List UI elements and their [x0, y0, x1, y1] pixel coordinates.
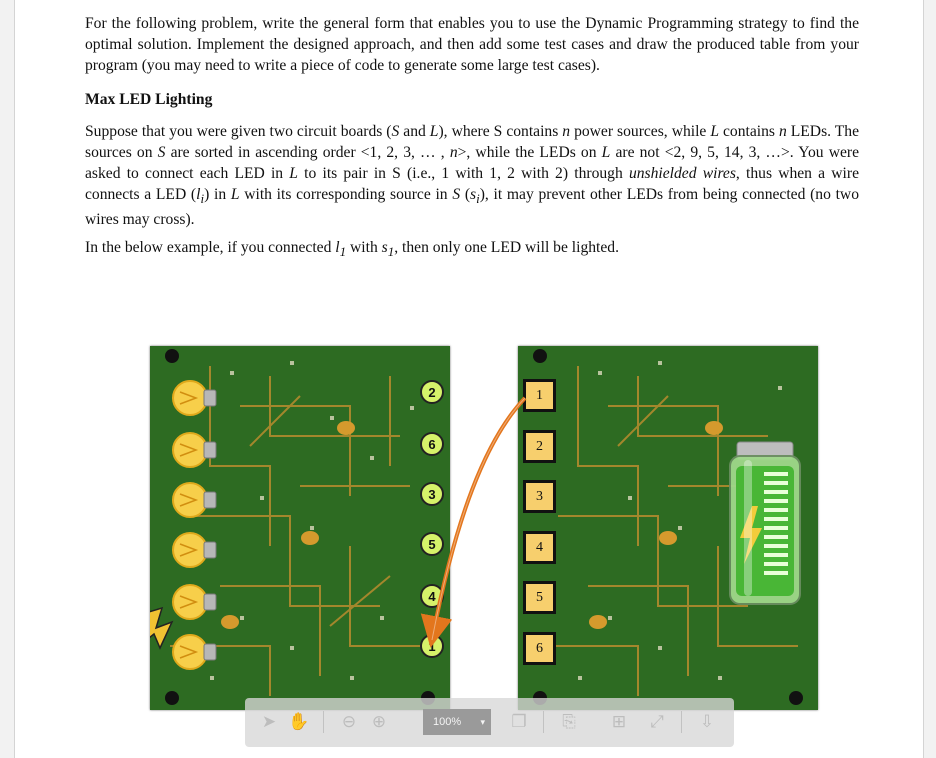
lightning-icon [150, 606, 174, 650]
led-board: 2 6 3 5 4 1 [150, 346, 450, 710]
intro-paragraph: For the following problem, write the gen… [85, 15, 859, 74]
source-slot: 5 [523, 581, 556, 614]
viewer-toolbar: ➤ ✋ ⊖ ⊕ 100% ▾ ❐ ⎘ ⊞ ⤢ ⇩ [245, 698, 734, 747]
led-number-label: 2 [428, 385, 435, 400]
led-number-label: 1 [428, 639, 435, 654]
led-number-label: 4 [428, 589, 436, 604]
document-page: For the following problem, write the gen… [14, 0, 924, 758]
led-number-labels: 2 6 3 5 4 1 [420, 380, 444, 658]
toolbar-divider [323, 711, 324, 733]
problem-heading: Max LED Lighting [85, 91, 213, 108]
source-slot: 3 [523, 480, 556, 513]
zoom-value: 100% [433, 716, 462, 728]
download-icon[interactable]: ⇩ [699, 712, 715, 732]
toolbar-divider [543, 711, 544, 733]
led-bulbs [150, 380, 217, 670]
led-bulb-icon [172, 532, 217, 568]
led-bulb-icon [172, 380, 217, 416]
zoom-out-icon[interactable]: ⊖ [341, 712, 357, 732]
example-paragraph: In the below example, if you connected l… [85, 239, 620, 260]
page-copy-icon[interactable]: ❐ [511, 712, 527, 732]
led-bulb-icon [172, 584, 217, 620]
thumbnails-icon[interactable]: ⊞ [611, 712, 627, 732]
fullscreen-icon[interactable]: ⤢ [650, 712, 664, 732]
led-board-art [165, 349, 435, 705]
problem-paragraph: Suppose that you were given two circuit … [85, 123, 859, 229]
led-bulb-icon [172, 432, 217, 468]
zoom-in-icon[interactable]: ⊕ [371, 712, 387, 732]
source-slot: 4 [523, 530, 556, 564]
led-number-label: 5 [428, 537, 435, 552]
source-slot: 2 [523, 429, 556, 463]
led-bulb-icon [172, 634, 217, 670]
fit-page-icon[interactable]: ⎘ [562, 712, 576, 732]
hand-tool-icon[interactable]: ✋ [288, 712, 310, 732]
select-tool-icon[interactable]: ➤ [261, 712, 277, 732]
source-slot: 6 [523, 631, 556, 665]
led-number-label: 3 [428, 487, 435, 502]
zoom-select[interactable]: 100% ▾ [423, 709, 491, 735]
battery-icon [729, 441, 801, 605]
toolbar-divider [681, 711, 682, 733]
led-bulb-icon [172, 482, 217, 518]
source-board: 1 2 3 4 5 6 [518, 346, 818, 710]
source-board-art [533, 349, 803, 705]
chevron-down-icon: ▾ [480, 717, 485, 727]
source-slot: 1 [523, 379, 556, 412]
led-number-label: 6 [428, 437, 435, 452]
